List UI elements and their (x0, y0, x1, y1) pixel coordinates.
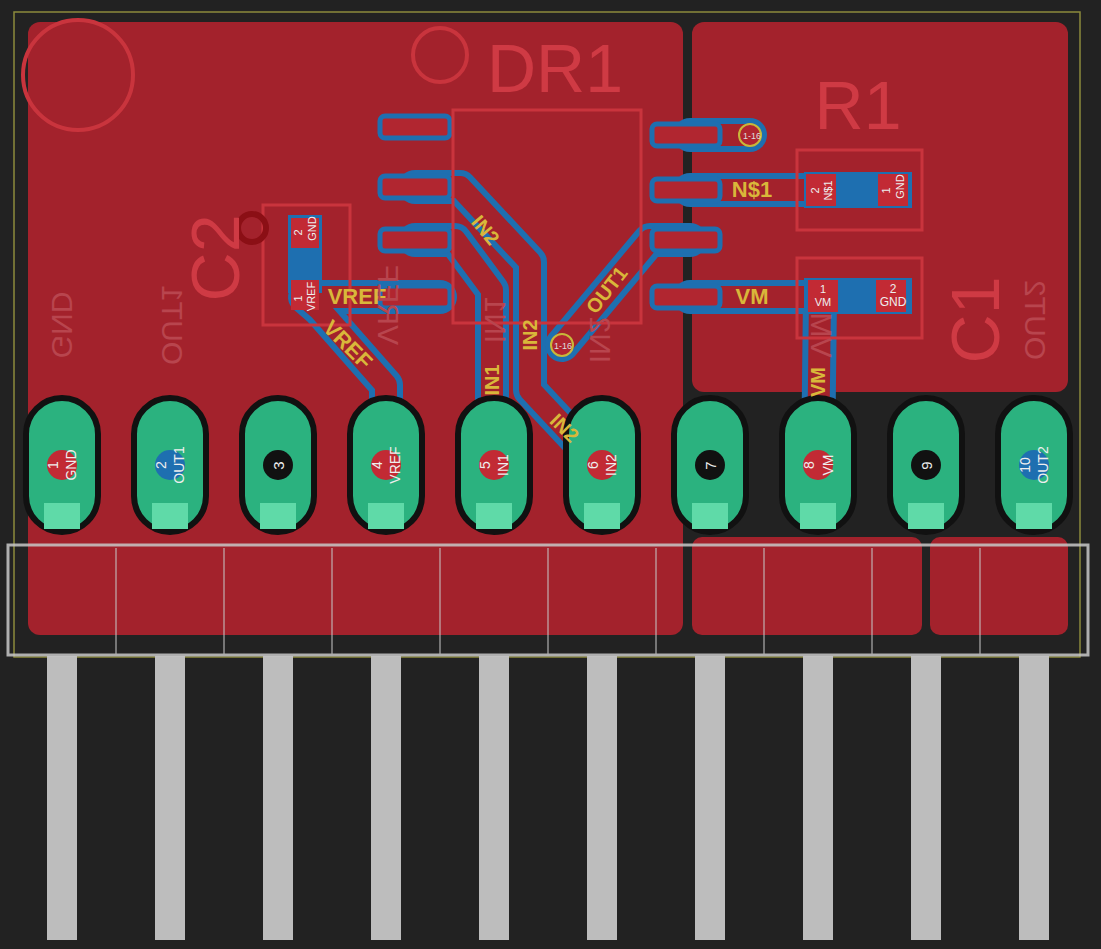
part-name: R1 (815, 71, 902, 139)
pad-label: 1 (820, 284, 826, 295)
ic-pad (380, 116, 720, 308)
pin-number: 3 (271, 461, 286, 469)
pin-number: 6 (586, 461, 600, 469)
pin-name: GND (64, 449, 78, 480)
board-edge (14, 12, 1080, 657)
pin-number: 10 (1018, 457, 1032, 473)
pad-label: 1 (881, 187, 892, 193)
pad-label: N$1 (823, 180, 834, 200)
pad-label: GND (880, 296, 907, 308)
bottom-silkscreen-label: IN1 (480, 297, 510, 344)
pin-name: VREF (388, 446, 402, 483)
pin-number: 1 (46, 461, 60, 469)
pad-label: GND (306, 216, 317, 240)
net-label: VM (808, 367, 828, 397)
pad-label: 2 (293, 229, 304, 235)
through-hole-pad (26, 398, 1070, 532)
via-label: 1-16 (554, 342, 572, 351)
pin-number: 4 (370, 461, 384, 469)
header-pins (47, 656, 1049, 940)
pad-label: VREF (307, 281, 318, 310)
net-label: IN2 (520, 319, 540, 350)
net-label: IN1 (482, 364, 502, 395)
bottom-silkscreen-label: OUT2 (1020, 280, 1050, 360)
pin-number: 2 (154, 461, 168, 469)
pin-name: VM (820, 455, 834, 476)
via-label: 1-16 (743, 132, 761, 141)
net-label: VM (736, 286, 769, 308)
pad-label: 2 (890, 283, 897, 295)
pin-number: 8 (802, 461, 816, 469)
pin-number: 7 (703, 461, 718, 469)
part-name: C2 (181, 215, 249, 302)
pad-label: 2 (810, 187, 821, 193)
pin-name: OUT1 (172, 446, 186, 483)
bottom-silkscreen-label: VREF (373, 265, 403, 345)
pin-name: IN1 (496, 454, 510, 476)
pad-label: 1 (293, 295, 304, 301)
bottom-silkscreen-label: IN2 (585, 317, 615, 364)
pin-name: IN2 (604, 454, 618, 476)
header-body (8, 545, 1088, 655)
part-name: DR1 (487, 34, 623, 102)
pin-number: 9 (919, 461, 934, 469)
bottom-silkscreen-label: VM (805, 313, 835, 358)
via (551, 124, 761, 356)
pad-label: VM (815, 297, 832, 308)
part-name: C1 (941, 277, 1009, 364)
pad-label: GND (894, 174, 905, 198)
bottom-silkscreen-label: GND (47, 292, 77, 359)
net-label: N$1 (732, 179, 772, 201)
pin-number: 5 (478, 461, 492, 469)
pin-name: OUT2 (1036, 446, 1050, 483)
bottom-silkscreen-label: OUT1 (157, 285, 187, 365)
copper-pour (28, 22, 1068, 635)
